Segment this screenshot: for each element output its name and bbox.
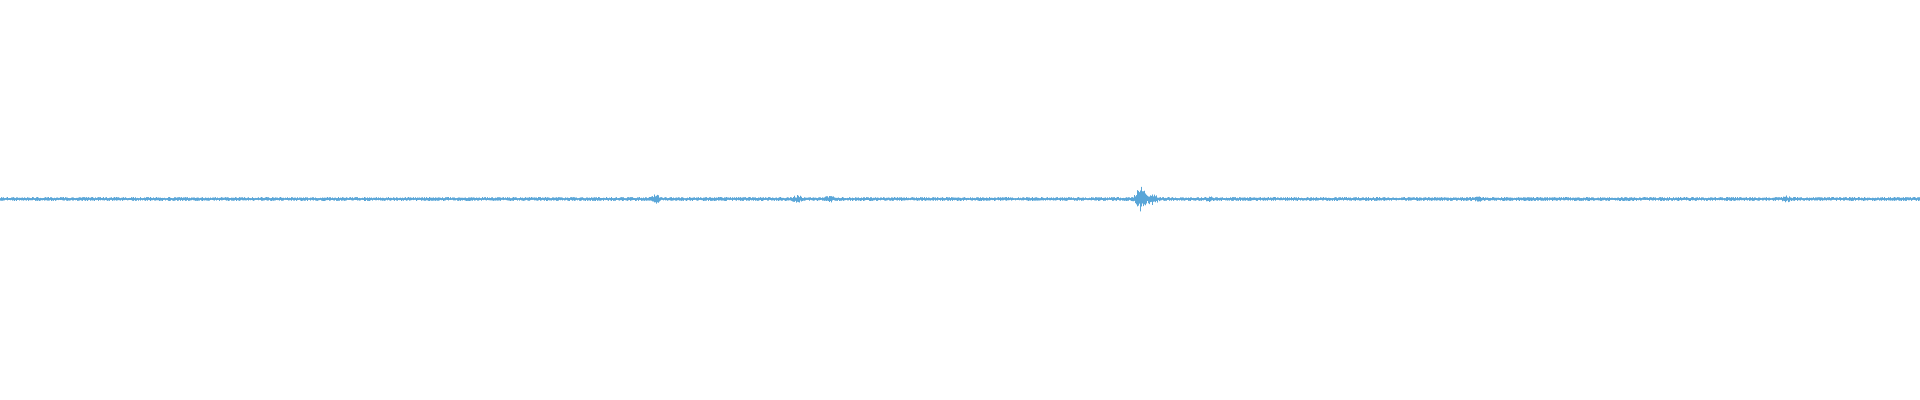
waveform-samples — [0, 186, 1920, 212]
